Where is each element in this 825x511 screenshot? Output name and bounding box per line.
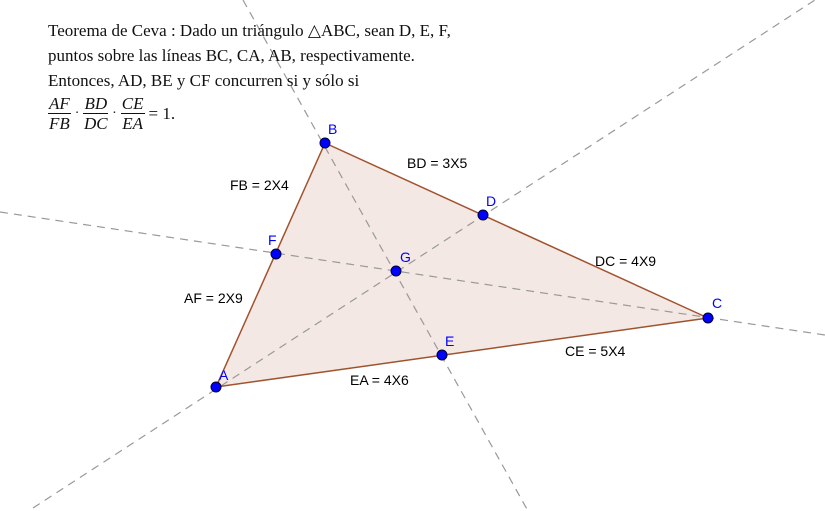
point-e[interactable] — [436, 349, 448, 361]
side-bc[interactable] — [324, 142, 709, 319]
point-label-a: A — [219, 367, 229, 383]
segment-length-label: FB = 2X4 — [230, 177, 289, 193]
point-label-b: B — [328, 121, 337, 137]
theorem-text: Teorema de Ceva : Dado un triángulo △ABC… — [48, 18, 451, 132]
point-b[interactable] — [319, 137, 331, 149]
triangle-abc[interactable] — [216, 143, 708, 387]
theorem-line-3: Entonces, AD, BE y CF concurren si y sól… — [48, 71, 360, 90]
point-f[interactable] — [270, 248, 282, 260]
point-label-c: C — [712, 295, 722, 311]
point-label-d: D — [486, 193, 496, 209]
point-c[interactable] — [702, 312, 714, 324]
theorem-line-2: puntos sobre las líneas BC, CA, AB, resp… — [48, 46, 415, 65]
point-d[interactable] — [477, 209, 489, 221]
point-label-e: E — [445, 333, 454, 349]
side-ab[interactable] — [215, 142, 326, 388]
side-ca[interactable] — [215, 317, 709, 388]
fraction-ce-ea: CE EA — [120, 94, 145, 133]
multiply-dot: · — [112, 106, 117, 121]
segment-length-label: AF = 2X9 — [184, 290, 243, 306]
fraction-bd-dc: BD DC — [83, 94, 109, 133]
segment-length-label: DC = 4X9 — [595, 253, 656, 269]
segment-length-label: BD = 3X5 — [407, 155, 468, 171]
theorem-line-1: Teorema de Ceva : Dado un triángulo △ABC… — [48, 21, 451, 40]
point-a[interactable] — [210, 381, 222, 393]
segment-length-label: EA = 4X6 — [350, 372, 409, 388]
fraction-af-fb: AF FB — [48, 94, 71, 133]
point-label-f: F — [268, 232, 277, 248]
point-label-g: G — [400, 249, 411, 265]
multiply-dot: · — [74, 106, 80, 121]
cevian-ad[interactable] — [32, 0, 816, 509]
ceva-equation: AF FB · BD DC · CE EA = 1. — [48, 95, 451, 132]
equals-one: = 1. — [148, 104, 176, 123]
segment-length-label: CE = 5X4 — [565, 343, 626, 359]
point-g[interactable] — [390, 265, 402, 277]
